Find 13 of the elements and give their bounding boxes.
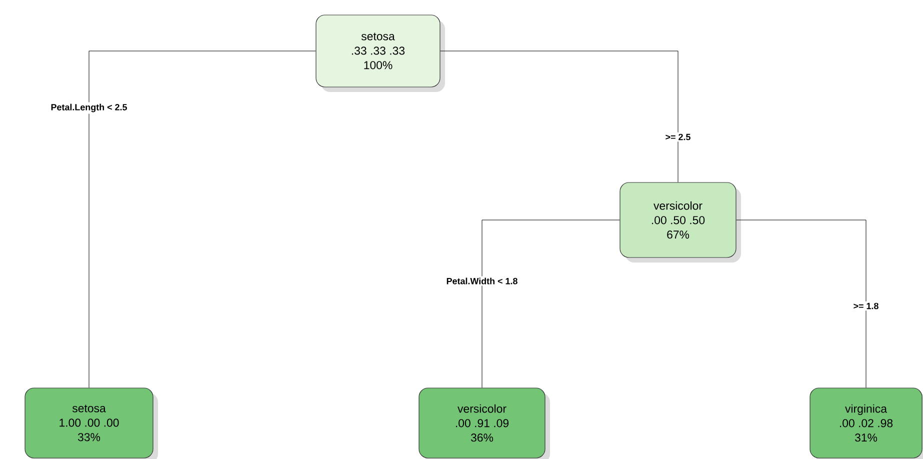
node-box: setosa 1.00 .00 .00 33% bbox=[24, 388, 158, 459]
edge-label: Petal.Width < 1.8 bbox=[444, 276, 520, 286]
edge-label: >= 1.8 bbox=[852, 301, 880, 311]
tree-branch bbox=[736, 220, 866, 388]
node-box: versicolor .00 .50 .50 67% bbox=[620, 182, 741, 262]
tree-branch bbox=[440, 50, 678, 182]
tree-branch bbox=[88, 50, 316, 388]
edge-label: >= 2.5 bbox=[664, 132, 692, 142]
node-box: setosa .33 .33 .33 100% bbox=[316, 14, 445, 92]
tree-branch bbox=[482, 220, 620, 388]
edge-label: Petal.Length < 2.5 bbox=[49, 102, 129, 114]
node-box: virginica .00 .02 .98 31% bbox=[810, 388, 923, 459]
node-box: versicolor .00 .91 .09 36% bbox=[418, 388, 550, 459]
